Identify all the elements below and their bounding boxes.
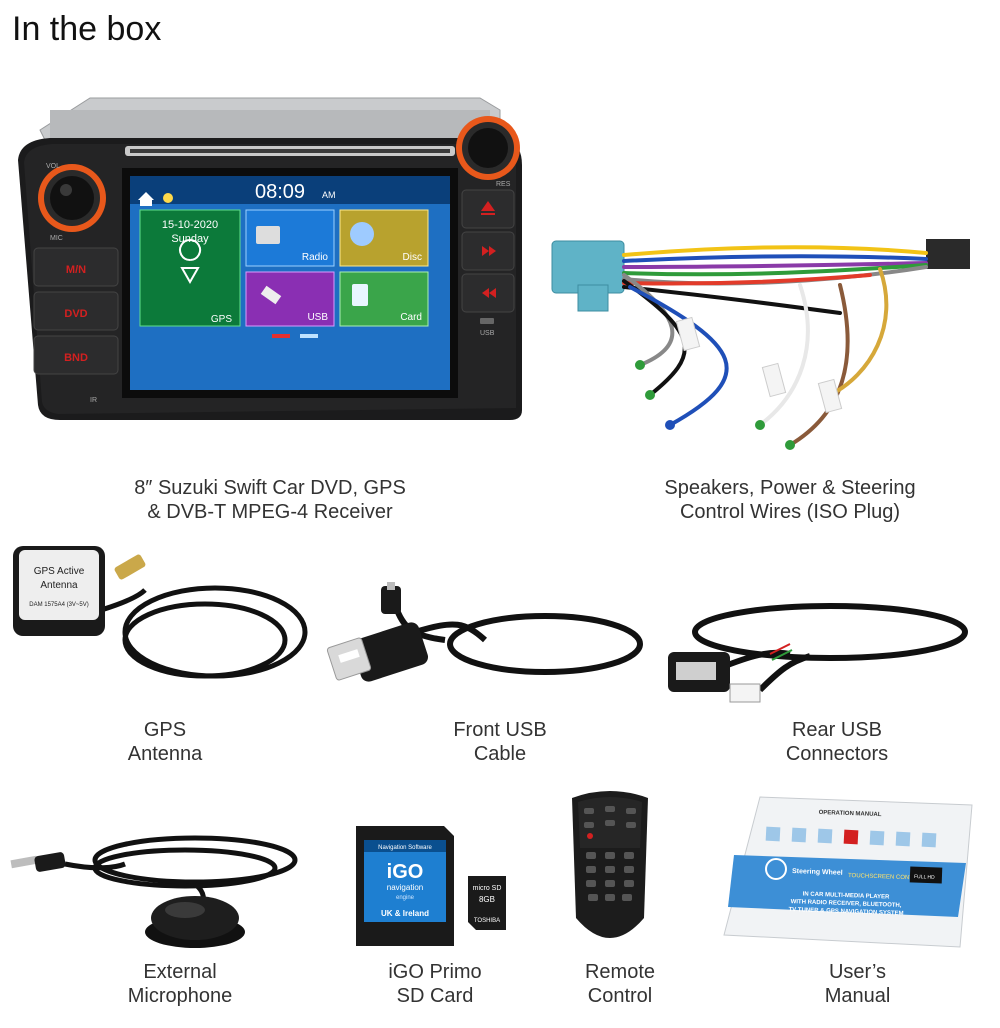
sd-brand: iGO [387,861,424,883]
caption-front-usb: Front USB Cable [425,718,575,766]
tile-gps-label: GPS [211,314,232,325]
mn-button-label: M/N [66,264,86,276]
caption-microphone: External Microphone [100,960,260,1008]
caption-line: Manual [824,985,891,1007]
sd-brand-tag: engine [396,895,415,901]
gps-antenna-image: GPS Active Antenna DAM 1575A4 (3V~5V) [13,546,308,679]
caption-line: Antenna [127,743,203,765]
rear-usb-connector-image [668,603,968,703]
manual-heading: OPERATION MANUAL [819,810,882,818]
caption-line: Control [587,985,653,1007]
page-title: In the box [12,10,162,48]
sd-brand-sub: navigation [387,883,423,892]
manual-logo-mid: TOUCHSCREEN CONTROL [848,873,926,882]
caption-line: SD Card [396,985,474,1007]
caption-sd-card: iGO Primo SD Card [365,960,505,1008]
vol-label: VOL [46,163,60,170]
prev-icon [489,288,496,298]
gps-pin-icon [179,239,202,285]
sd-brand-top: Navigation Software [378,845,432,851]
usb-icon [260,285,282,305]
caption-gps-antenna: GPS Antenna [90,718,240,766]
usb-port-label: USB [480,330,495,337]
tile-disc-label: Disc [403,252,422,263]
bnd-button-label: BND [64,352,88,364]
tile-card-label: Card [400,312,422,323]
antenna-label-3: DAM 1575A4 (3V~5V) [29,602,89,608]
igo-sd-card-image: Navigation Software iGO navigation engin… [356,826,506,946]
antenna-label-1: GPS Active [34,566,85,577]
dvd-button-label: DVD [64,308,87,320]
caption-head-unit: 8″ Suzuki Swift Car DVD, GPS & DVB-T MPE… [60,476,480,524]
caption-line: Front USB [453,719,547,741]
sd-icon [352,284,368,306]
caption-rear-usb: Rear USB Connectors [752,718,922,766]
caption-remote: Remote Control [550,960,690,1008]
manual-banner-1: IN CAR MULTI-MEDIA PLAYER [803,891,891,900]
caption-manual: User’s Manual [790,960,925,1008]
caption-line: Speakers, Power & Steering [664,477,916,499]
caption-line: Rear USB [791,719,883,741]
tile-radio-label: Radio [302,252,329,263]
res-label: RES [496,181,511,188]
mic-label: MIC [50,235,63,242]
head-unit-image: M/N DVD BND VOL MIC IR USB RES 08:09 AM … [18,97,522,420]
caption-line: 8″ Suzuki Swift Car DVD, GPS [134,477,406,499]
caption-line: Control Wires (ISO Plug) [679,501,901,523]
sd-region: UK & Ireland [381,909,429,918]
clock-time: 08:09 [255,181,305,203]
microsd-size: 8GB [479,895,495,904]
iso-wire-harness-image [551,239,970,450]
day-text: Sunday [171,233,209,245]
remote-control-image [572,791,648,938]
manual-banner-3: TV TUNER & GPS NAVIGATION SYSTEM [788,907,903,917]
external-microphone-image [10,835,298,948]
next-icon [482,246,489,256]
manual-logo-right: FULL HD [914,874,935,881]
radio-icon [256,226,280,244]
date-text: 15-10-2020 [162,219,218,231]
users-manual-image: OPERATION MANUAL Steering Wheel TOUCHSCR… [723,796,973,948]
caption-line: User’s [828,961,887,983]
eject-icon [481,201,495,211]
ir-label: IR [90,397,97,404]
caption-line: GPS [143,719,187,741]
disc-icon [350,222,374,246]
caption-wires: Speakers, Power & Steering Control Wires… [630,476,950,524]
caption-line: iGO Primo [388,961,482,983]
home-icon [138,192,154,200]
manual-logo-left: Steering Wheel [792,868,843,877]
manual-banner-2: WITH RADIO RECEIVER, BLUETOOTH, [791,899,902,909]
caption-line: Connectors [785,743,889,765]
caption-line: Remote [584,961,656,983]
antenna-label-2: Antenna [40,580,78,591]
caption-line: & DVB-T MPEG-4 Receiver [147,501,393,523]
caption-line: External [143,961,217,983]
steering-wheel-icon [765,858,787,880]
tile-usb-label: USB [307,312,328,323]
clock-ampm: AM [322,190,336,200]
caption-line: Microphone [127,985,233,1007]
microsd-brand: micro SD [473,885,502,892]
front-usb-cable-image [326,582,643,682]
microsd-maker: TOSHIBA [474,918,500,924]
brightness-icon [163,193,173,203]
caption-line: Cable [473,743,527,765]
